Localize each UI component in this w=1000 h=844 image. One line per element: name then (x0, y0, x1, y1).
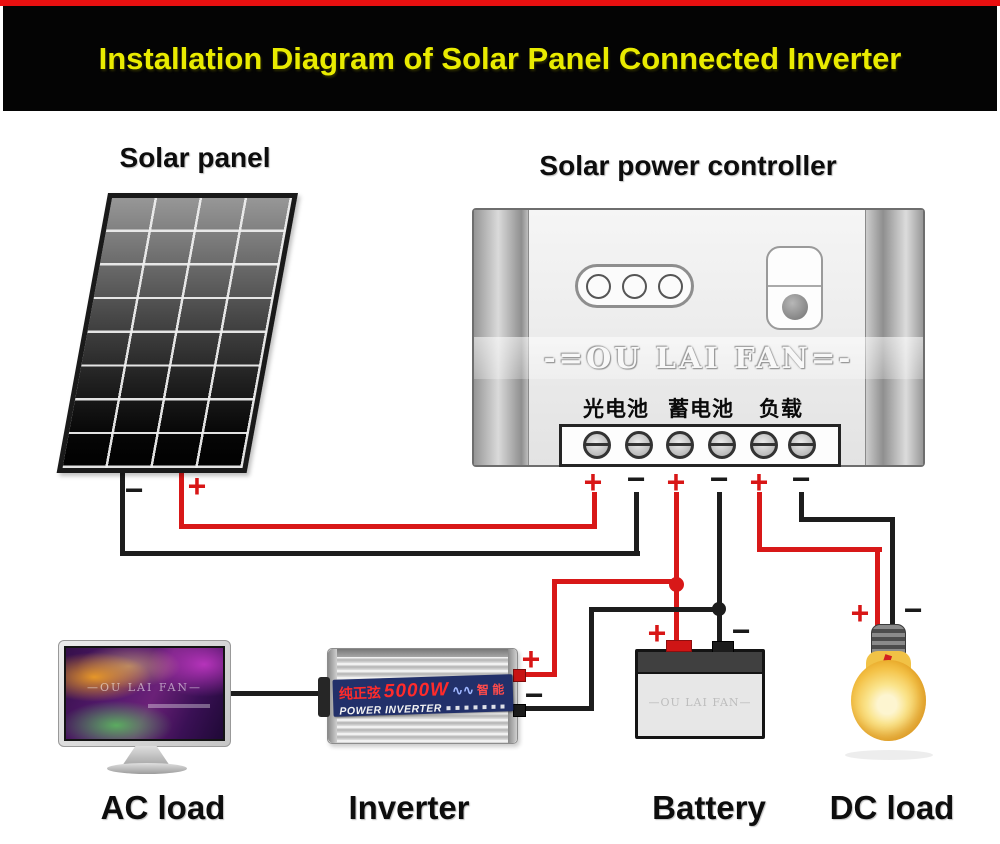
wire-inverter-neg-across (589, 607, 722, 612)
inverter-unit: 纯正弦 5000W ∿∿ 智 能 POWER INVERTER (318, 648, 526, 744)
inverter-neg-mark: − (524, 677, 544, 713)
title-banner: Installation Diagram of Solar Panel Conn… (3, 6, 997, 111)
panel-neg-mark: − (124, 472, 144, 508)
terminal-screw-4 (708, 431, 736, 459)
banner-top-stripe (0, 0, 1000, 6)
inverter-spec-dots (446, 704, 509, 711)
inverter-caption: Inverter (348, 789, 470, 826)
terminal-screw-6 (788, 431, 816, 459)
ctrl-pv-neg-mark: − (626, 461, 646, 497)
junction-dot-pos (669, 577, 684, 592)
wire-panel-neg-across (120, 551, 640, 556)
terminal-group-pv: 光电池 (583, 398, 649, 421)
inverter-top-cap (328, 649, 517, 657)
led-indicator-panel (575, 264, 694, 308)
page-title: Installation Diagram of Solar Panel Conn… (98, 40, 902, 76)
panel-pos-mark: + (187, 468, 207, 504)
junction-dot-neg (712, 602, 726, 616)
wire-load-pos-across (757, 547, 882, 552)
ctrl-bat-pos-mark: + (666, 464, 686, 500)
monitor-stand (122, 746, 170, 766)
inverter-pos-terminal (513, 669, 526, 682)
bulb-neg-mark: − (903, 592, 923, 628)
wire-panel-neg-up (634, 492, 639, 556)
ctrl-load-pos-mark: + (749, 464, 769, 500)
battery-unit: —OU LAI FAN— (635, 640, 765, 739)
wire-inverter-pos-down (552, 579, 557, 677)
inverter-neg-terminal (513, 704, 526, 717)
wire-load-neg-to-bulb (890, 517, 895, 629)
wire-load-pos-down (757, 492, 762, 552)
controller-brand-band: -=OU LAI FAN=- (474, 337, 923, 379)
bulb-socket (871, 624, 906, 656)
solar-panel-image (56, 193, 298, 473)
wire-battery-neg (717, 492, 722, 645)
solar-controller: -=OU LAI FAN=- 光电池 蓄电池 负载 (472, 208, 925, 467)
inverter-pos-mark: + (521, 641, 541, 677)
battery-neg-mark: − (731, 613, 751, 649)
inverter-power-text: 5000W (383, 679, 450, 703)
terminal-group-battery: 蓄电池 (668, 398, 734, 421)
dc-load-caption: DC load (829, 789, 955, 826)
wire-panel-pos-across (179, 524, 597, 529)
led-green-3 (658, 273, 683, 299)
wire-load-pos-to-bulb (875, 547, 880, 627)
wire-inverter-neg-down (589, 607, 594, 711)
solar-panel-label: Solar panel (119, 142, 271, 173)
terminal-strip (559, 424, 841, 467)
ctrl-pv-pos-mark: + (583, 464, 603, 500)
terminal-screw-5 (750, 431, 778, 459)
wire-inverter-pos-in (518, 672, 557, 677)
inverter-smart-text: 智 能 (476, 682, 505, 698)
wire-inverter-pos-across (552, 579, 679, 584)
wire-inverter-neg-in (518, 706, 594, 711)
monitor-screen: —OU LAI FAN— (64, 646, 225, 741)
inverter-label-band: 纯正弦 5000W ∿∿ 智 能 POWER INVERTER (332, 674, 514, 718)
monitor-base (107, 763, 187, 774)
terminal-screw-3 (666, 431, 694, 459)
wire-ac-load-cable (228, 691, 330, 696)
battery-caption: Battery (652, 789, 766, 826)
button-panel-divider (768, 285, 821, 287)
controller-button (782, 294, 808, 320)
terminal-group-load: 负载 (759, 398, 803, 421)
ctrl-load-neg-mark: − (791, 461, 811, 497)
battery-pos-mark: + (647, 615, 667, 651)
battery-top-band (638, 652, 762, 674)
terminal-screw-1 (583, 431, 611, 459)
inverter-name-text: POWER INVERTER (339, 702, 443, 718)
led-green-2 (622, 273, 647, 299)
ac-load-monitor: —OU LAI FAN— (58, 640, 231, 747)
wire-panel-pos-down (179, 473, 184, 529)
controller-label: Solar power controller (539, 150, 837, 181)
monitor-screen-brand: —OU LAI FAN— (86, 680, 203, 694)
led-green-1 (586, 273, 611, 299)
bulb-pos-mark: + (850, 595, 870, 631)
controller-brand-text: -=OU LAI FAN=- (543, 341, 854, 375)
monitor-screen-subtext (147, 704, 210, 709)
sine-wave-icon: ∿∿ (451, 682, 475, 699)
wire-load-neg-across (799, 517, 895, 522)
ac-load-caption: AC load (100, 789, 226, 826)
bulb-shadow (845, 750, 933, 760)
terminal-screw-2 (625, 431, 653, 459)
wire-panel-neg-down (120, 473, 125, 556)
inverter-cn-text: 纯正弦 (338, 684, 382, 702)
inverter-ac-outlet (318, 677, 330, 717)
wire-load-neg-down (799, 492, 804, 522)
battery-pos-terminal (666, 640, 692, 652)
controller-button-panel (766, 246, 823, 330)
wire-battery-pos (674, 492, 679, 645)
light-bulb-icon (851, 660, 926, 741)
ctrl-bat-neg-mark: − (709, 461, 729, 497)
wire-panel-pos-up (592, 492, 597, 529)
battery-embossed-brand: —OU LAI FAN— (648, 695, 752, 709)
